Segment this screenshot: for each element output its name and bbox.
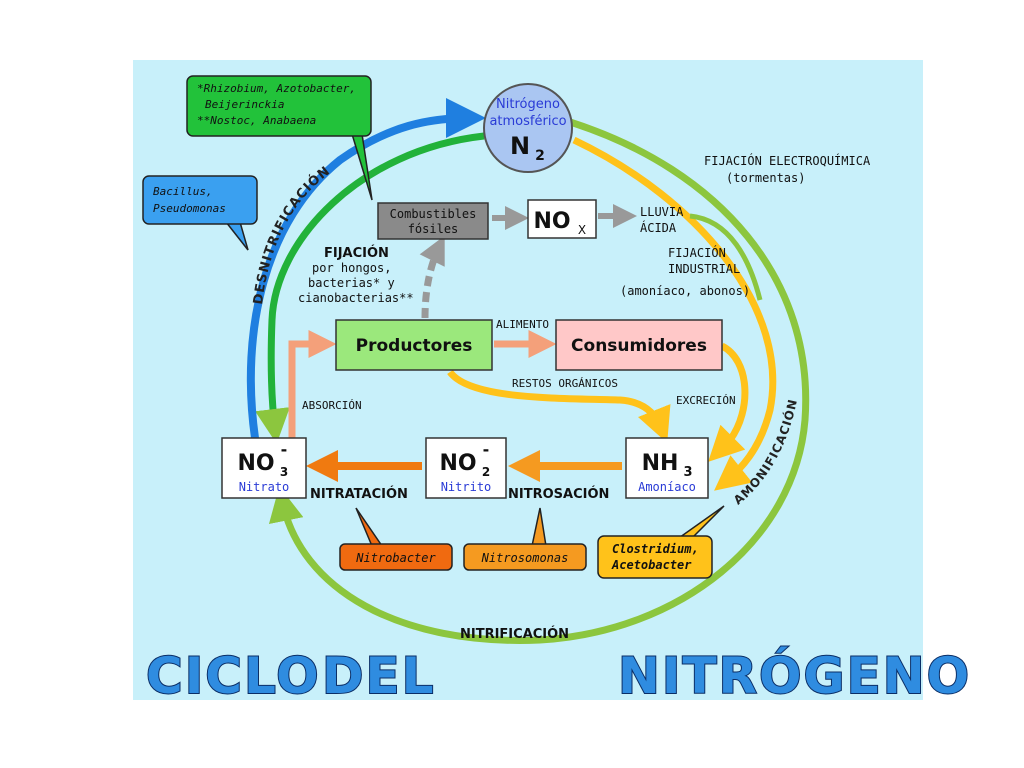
nox-node: NO X bbox=[527, 199, 597, 239]
nitrification-cycle-arrow bbox=[268, 118, 810, 644]
nitrate-name: Nitrato bbox=[239, 480, 290, 494]
rhizobium-line3: **Nostoc, Anabaena bbox=[197, 114, 316, 127]
organic-remains-arrow bbox=[447, 369, 671, 443]
electrochemical-line2: (tormentas) bbox=[726, 171, 805, 185]
n2-line1: Nitrógeno bbox=[496, 97, 560, 112]
food-label: ALIMENTO bbox=[496, 318, 549, 331]
title-word-del: DEL bbox=[322, 647, 436, 705]
excretion-label: EXCRECIÓN bbox=[676, 394, 736, 407]
organic-remains-label: RESTOS ORGÁNICOS bbox=[512, 377, 618, 390]
acid-rain-arrow bbox=[689, 213, 763, 301]
fossil-line1: Combustibles bbox=[390, 207, 477, 221]
industrial-line1: FIJACIÓN bbox=[668, 245, 726, 260]
fixation-line4: cianobacterias** bbox=[298, 291, 414, 305]
ammonia-subscript: 3 bbox=[683, 465, 692, 480]
bacillus-line1: Bacillus, bbox=[153, 185, 213, 198]
consumers-node: Consumidores bbox=[555, 319, 723, 371]
fixation-arrow bbox=[255, 132, 485, 444]
clostridium-line2: Acetobacter bbox=[611, 558, 692, 572]
ammonia-formula: NH bbox=[642, 451, 679, 476]
denitrification-arrow bbox=[246, 98, 486, 439]
ammonia-name: Amoníaco bbox=[638, 480, 696, 494]
acid-rain-line2: ÁCIDA bbox=[640, 220, 677, 235]
title-word-nitrogeno: NITRÓGENO bbox=[618, 646, 971, 705]
industrial-line2: INDUSTRIAL bbox=[668, 262, 740, 276]
nitrobacter-callout: Nitrobacter bbox=[339, 507, 453, 571]
nitrosomonas-callout: Nitrosomonas bbox=[463, 507, 587, 571]
fixation-line2: por hongos, bbox=[312, 261, 391, 275]
bacillus-callout: Bacillus, Pseudomonas bbox=[142, 175, 258, 251]
nitrite-node: NO 2 - Nitrito bbox=[425, 437, 507, 499]
producers-label: Productores bbox=[356, 336, 473, 356]
nox-subscript: X bbox=[578, 223, 586, 237]
nitrite-subscript: 2 bbox=[482, 465, 490, 479]
electrochemical-line1: FIJACIÓN ELECTROQUÍMICA bbox=[704, 153, 871, 168]
n2-formula: N bbox=[510, 132, 530, 160]
nox-formula: NO bbox=[533, 209, 570, 234]
ammonia-node: NH 3 Amoníaco bbox=[625, 437, 709, 499]
industrial-line3: (amoníaco, abonos) bbox=[620, 284, 750, 298]
n2-line2: atmosférico bbox=[489, 114, 566, 129]
nitrite-superscript: - bbox=[483, 440, 490, 459]
fossil-line2: fósiles bbox=[408, 222, 459, 236]
consumers-label: Consumidores bbox=[571, 336, 707, 356]
atmospheric-nitrogen-node: Nitrógeno atmosférico N 2 bbox=[483, 83, 573, 173]
clostridium-line1: Clostridium, bbox=[612, 542, 699, 556]
nitratation-label: NITRATACIÓN bbox=[310, 486, 408, 502]
electrochemical-fixation-arrow bbox=[572, 136, 777, 491]
fossil-fuel-dashed-arrow bbox=[419, 235, 445, 319]
nitrobacter-label: Nitrobacter bbox=[355, 551, 436, 565]
nitrate-formula: NO bbox=[237, 451, 274, 476]
rhizobium-callout: *Rhizobium, Azotobacter, Beijerinckia **… bbox=[186, 75, 373, 201]
rhizobium-line1: *Rhizobium, Azotobacter, bbox=[197, 82, 356, 95]
absorption-label: ABSORCIÓN bbox=[302, 399, 362, 412]
nitrosation-label: NITROSACIÓN bbox=[508, 486, 609, 502]
nitrite-formula: NO bbox=[439, 451, 476, 476]
clostridium-callout: Clostridium, Acetobacter bbox=[597, 505, 725, 579]
absorption-arrow bbox=[288, 330, 337, 438]
nitrate-superscript: - bbox=[281, 440, 288, 459]
nitrosomonas-label: Nitrosomonas bbox=[481, 551, 569, 565]
bacillus-line2: Pseudomonas bbox=[153, 202, 226, 215]
nitrification-label: NITRIFICACIÓN bbox=[460, 626, 569, 642]
producers-node: Productores bbox=[335, 319, 493, 371]
rhizobium-line2: Beijerinckia bbox=[205, 98, 284, 111]
fixation-line3: bacterias* y bbox=[308, 276, 395, 290]
excretion-arrow bbox=[708, 342, 749, 462]
title-word-ciclo: CICLO bbox=[146, 647, 321, 705]
fossil-fuels-node: Combustibles fósiles bbox=[377, 202, 489, 240]
nitrite-name: Nitrito bbox=[441, 480, 492, 494]
n2-subscript: 2 bbox=[535, 148, 545, 164]
acid-rain-line1: LLUVIA bbox=[640, 205, 684, 219]
nitrate-node: NO 3 - Nitrato bbox=[221, 437, 307, 499]
nitrate-subscript: 3 bbox=[280, 465, 288, 479]
fixation-title: FIJACIÓN bbox=[324, 245, 389, 261]
